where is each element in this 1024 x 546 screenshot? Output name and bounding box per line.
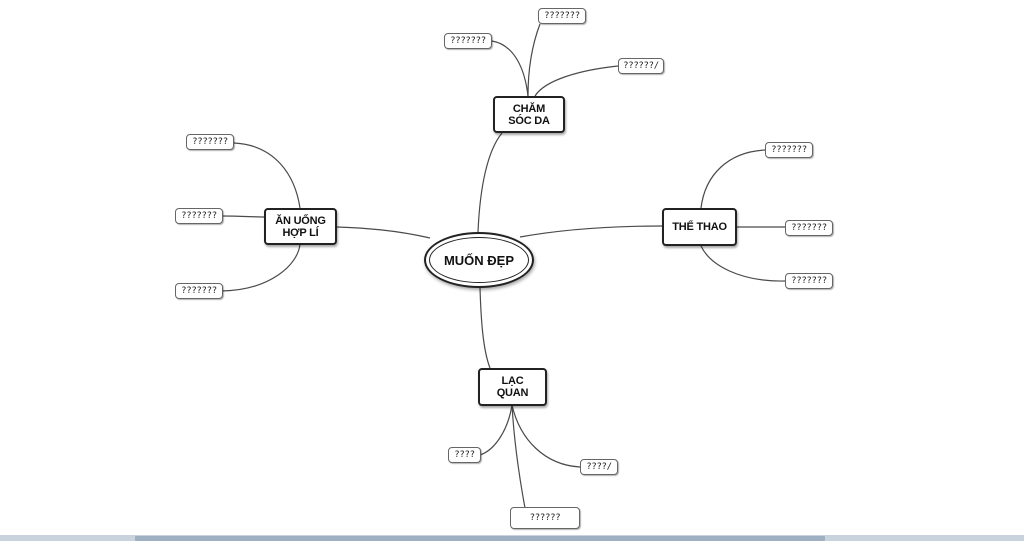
central-topic-inner-ring xyxy=(429,237,529,283)
leaf-the-thao-3[interactable]: ??????? xyxy=(785,273,833,289)
branch-an-uong-label-line2: HỢP LÍ xyxy=(282,226,319,239)
branch-an-uong-hop-li[interactable]: ĂN UỐNG HỢP LÍ xyxy=(264,208,337,245)
branch-an-uong-label-line1: ĂN UỐNG xyxy=(275,214,326,227)
scrollbar-thumb[interactable] xyxy=(135,536,825,541)
leaf-an-uong-1[interactable]: ??????? xyxy=(186,134,234,150)
connector-center-an-uong xyxy=(336,226,431,239)
leaf-cham-soc-da-1[interactable]: ??????? xyxy=(444,33,492,49)
branch-the-thao[interactable]: THỂ THAO xyxy=(662,208,737,246)
leaf-label: ??????/ xyxy=(623,61,659,71)
leaf-label: ??????? xyxy=(181,286,217,296)
horizontal-scrollbar[interactable] xyxy=(0,535,1024,541)
leaf-label: ?????? xyxy=(529,513,561,523)
connector-anuong-leaf-1 xyxy=(233,142,301,209)
connector-chamsocda-leaf-2 xyxy=(527,23,541,97)
leaf-label: ??????? xyxy=(181,211,217,221)
leaf-the-thao-2[interactable]: ??????? xyxy=(785,220,833,236)
connector-chamsocda-leaf-3 xyxy=(534,65,619,97)
leaf-lac-quan-1[interactable]: ???? xyxy=(448,447,481,463)
connector-chamsocda-leaf-1 xyxy=(491,40,529,97)
central-topic-label: MUỐN ĐẸP xyxy=(443,252,515,268)
leaf-label: ????/ xyxy=(586,462,612,472)
connector-anuong-leaf-3 xyxy=(221,243,301,292)
leaf-label: ??????? xyxy=(791,276,827,286)
branch-cham-soc-da[interactable]: CHĂM SÓC DA xyxy=(493,96,565,133)
leaf-an-uong-2[interactable]: ??????? xyxy=(175,208,223,224)
leaf-cham-soc-da-3[interactable]: ??????/ xyxy=(618,58,664,74)
branch-lac-quan-label-line2: QUAN xyxy=(496,387,529,399)
leaf-label: ??????? xyxy=(192,137,228,147)
leaf-label: ??????? xyxy=(791,223,827,233)
central-topic[interactable]: MUỐN ĐẸP xyxy=(424,232,534,288)
connector-thethao-leaf-3 xyxy=(700,245,786,282)
leaf-label: ??????? xyxy=(450,36,486,46)
branch-lac-quan-label-line1: LẠC xyxy=(501,375,524,387)
branch-the-thao-label: THỂ THAO xyxy=(672,221,727,233)
leaf-label: ???? xyxy=(454,450,475,460)
branch-lac-quan[interactable]: LẠC QUAN xyxy=(478,368,547,406)
connector-anuong-leaf-2 xyxy=(221,215,267,218)
connector-lacquan-leaf-2 xyxy=(511,404,581,468)
leaf-cham-soc-da-2[interactable]: ??????? xyxy=(538,8,586,24)
leaf-an-uong-3[interactable]: ??????? xyxy=(175,283,223,299)
branch-cham-soc-da-label-line2: SÓC DA xyxy=(508,114,550,127)
connector-center-lac-quan xyxy=(479,287,491,369)
connector-lacquan-leaf-1 xyxy=(479,404,513,456)
branch-cham-soc-da-label-line1: CHĂM xyxy=(512,102,546,115)
connector-thethao-leaf-1 xyxy=(700,149,766,209)
leaf-lac-quan-2[interactable]: ????/ xyxy=(580,459,618,475)
leaf-label: ??????? xyxy=(771,145,807,155)
connector-center-the-thao xyxy=(519,225,663,238)
connector-center-cham-soc-da xyxy=(477,132,503,233)
leaf-the-thao-1[interactable]: ??????? xyxy=(765,142,813,158)
leaf-label: ??????? xyxy=(544,11,580,21)
connector-lacquan-leaf-3 xyxy=(511,404,526,509)
leaf-lac-quan-3[interactable]: ?????? xyxy=(510,507,580,529)
